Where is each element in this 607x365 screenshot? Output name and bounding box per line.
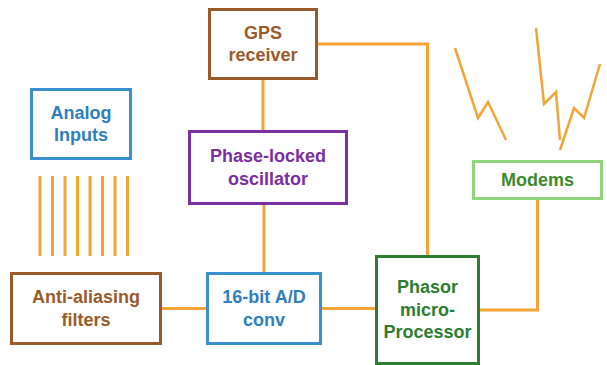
input-box: Analog Inputs xyxy=(30,88,132,160)
input-line xyxy=(126,176,129,256)
input-line xyxy=(89,176,92,256)
lightning-bolt xyxy=(560,64,600,150)
filter-box: Anti-aliasing filters xyxy=(10,272,162,345)
input-line xyxy=(39,176,42,256)
box-label: Phasor micro-Processor xyxy=(383,276,471,344)
radio-waves xyxy=(455,28,600,150)
signal-line xyxy=(162,307,206,310)
oscillator-box: Phase-locked oscillator xyxy=(188,130,348,205)
signal-line xyxy=(262,80,265,130)
signal-line xyxy=(263,205,266,272)
box-label: Phase-locked oscillator xyxy=(197,145,339,190)
input-line xyxy=(51,176,54,256)
converter-box: 16-bit A/D conv xyxy=(206,272,322,345)
input-line xyxy=(64,176,67,256)
signal-line xyxy=(480,200,538,310)
lightning-bolt xyxy=(455,48,506,140)
gps-box: GPS receiver xyxy=(208,8,318,80)
box-label: Anti-aliasing filters xyxy=(19,286,153,331)
processor-box: Phasor micro-Processor xyxy=(375,255,480,365)
box-label: Analog Inputs xyxy=(39,102,123,147)
box-label: Modems xyxy=(501,169,574,192)
box-label: GPS receiver xyxy=(217,22,309,67)
box-label: 16-bit A/D conv xyxy=(215,286,313,331)
input-line xyxy=(101,176,104,256)
input-line xyxy=(114,176,117,256)
input-line xyxy=(76,176,79,256)
modem-box: Modems xyxy=(472,160,603,200)
signal-line xyxy=(322,307,375,310)
input-lines xyxy=(40,176,128,256)
lightning-bolt xyxy=(536,28,560,140)
